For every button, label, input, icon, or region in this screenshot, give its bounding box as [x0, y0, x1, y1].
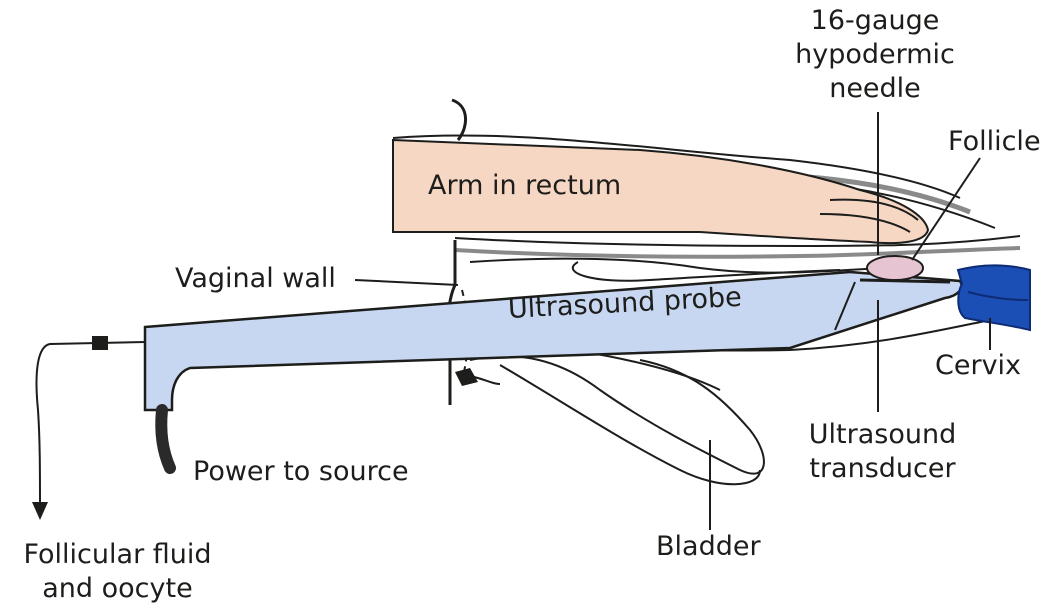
needle-line — [860, 280, 950, 282]
label-ultrasound-transducer: Ultrasound transducer — [790, 418, 975, 486]
label-follicular-fluid: Follicular fluid and oocyte — [5, 538, 230, 606]
label-fluid-line1: Follicular fluid — [5, 538, 230, 572]
label-vaginal-wall: Vaginal wall — [175, 265, 336, 292]
label-transducer-line2: transducer — [790, 452, 975, 486]
rectal-tissue-hook — [452, 100, 466, 140]
label-cervix: Cervix — [935, 352, 1021, 379]
label-follicle: Follicle — [948, 128, 1041, 155]
label-transducer-line1: Ultrasound — [790, 418, 975, 452]
label-needle: 16-gauge hypodermic needle — [780, 4, 970, 106]
power-cable — [161, 410, 170, 468]
follicle-shape — [867, 256, 923, 280]
label-needle-line2: hypodermic — [780, 38, 970, 72]
aspiration-tube — [37, 342, 146, 512]
label-arm-in-rectum: Arm in rectum — [428, 172, 621, 199]
fluid-arrow — [32, 502, 48, 520]
label-fluid-line2: and oocyte — [5, 572, 230, 606]
label-power-to-source: Power to source — [193, 458, 409, 485]
bladder-shape — [470, 345, 764, 484]
aspiration-tube-connector — [92, 336, 108, 350]
label-needle-line1: 16-gauge — [780, 4, 970, 38]
label-bladder: Bladder — [656, 533, 761, 560]
label-needle-line3: needle — [780, 72, 970, 106]
